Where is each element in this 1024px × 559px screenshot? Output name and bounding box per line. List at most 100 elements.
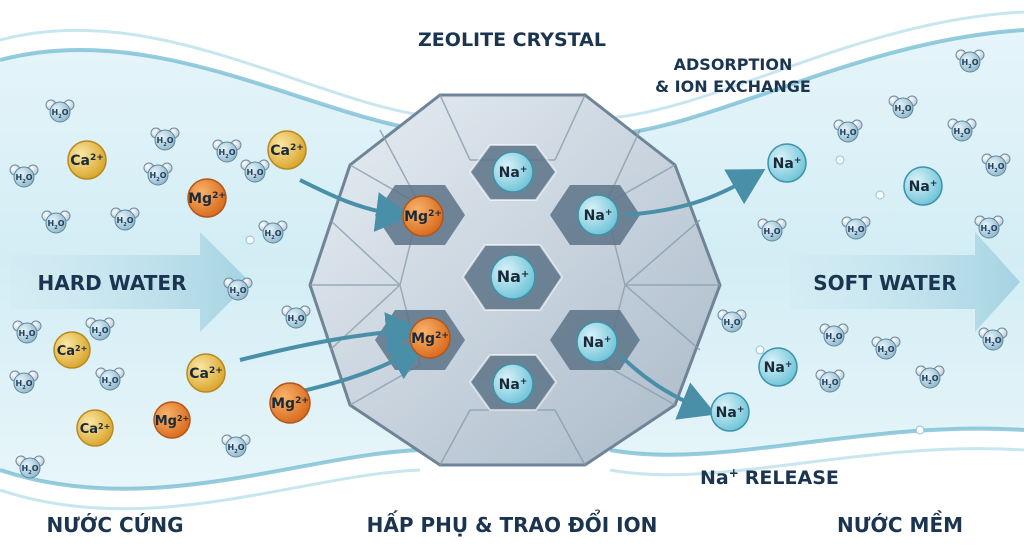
water-molecule: H2O xyxy=(41,210,71,234)
svg-text:Na+: Na+ xyxy=(773,156,802,172)
na-release-label: Na+RELEASE xyxy=(700,466,839,489)
mg-ion: Mg2+ xyxy=(269,382,311,424)
svg-text:H2O: H2O xyxy=(228,443,245,455)
svg-text:Mg2+: Mg2+ xyxy=(155,414,190,430)
water-molecule: H2O xyxy=(240,159,270,183)
water-molecule: H2O xyxy=(45,99,75,123)
soft-water-label: SOFT WATER xyxy=(813,271,956,295)
water-molecule: H2O xyxy=(757,218,787,242)
crystal-title: ZEOLITE CRYSTAL xyxy=(418,29,606,51)
water-molecule: H2O xyxy=(281,305,311,329)
svg-text:H2O: H2O xyxy=(102,376,119,388)
svg-text:H2O: H2O xyxy=(92,326,109,338)
water-molecule: H2O xyxy=(841,216,871,240)
water-molecule: H2O xyxy=(9,370,39,394)
na-ion: Na+ xyxy=(767,143,807,183)
water-molecule: H2O xyxy=(258,220,288,244)
bubble xyxy=(245,235,255,245)
svg-text:H2O: H2O xyxy=(219,148,236,160)
svg-text:H2O: H2O xyxy=(985,336,1002,348)
adsorption-label-1: ADSORPTION xyxy=(674,55,793,74)
svg-text:H2O: H2O xyxy=(16,379,33,391)
water-molecule-layer: H2O H2O H2O H2O H2O H2O H2O H2O H2O H2O H2O H2O H2O H… xyxy=(9,49,1011,479)
svg-text:Ca2+: Ca2+ xyxy=(80,422,111,438)
svg-text:H2O: H2O xyxy=(981,224,998,236)
water-molecule: H2O xyxy=(871,336,901,360)
svg-text:H2O: H2O xyxy=(52,108,69,120)
svg-text:Na+: Na+ xyxy=(909,179,938,195)
svg-text:H2O: H2O xyxy=(822,378,839,390)
svg-text:Na+: Na+ xyxy=(764,360,793,376)
mg-ion: Mg2+ xyxy=(153,401,191,439)
na-ion: Na+ xyxy=(492,151,534,193)
svg-text:Na+: Na+ xyxy=(499,165,528,181)
svg-text:H2O: H2O xyxy=(247,168,264,180)
svg-text:H2O: H2O xyxy=(157,136,174,148)
svg-text:Na+: Na+ xyxy=(497,267,530,286)
svg-text:Ca2+: Ca2+ xyxy=(270,143,304,159)
svg-text:Mg2+: Mg2+ xyxy=(188,191,226,207)
svg-text:Ca2+: Ca2+ xyxy=(70,153,104,169)
na-ion: Na+ xyxy=(577,194,619,236)
svg-text:H2O: H2O xyxy=(840,128,857,140)
ca-ion: Ca2+ xyxy=(53,331,91,369)
mg-ion: Mg2+ xyxy=(402,195,444,237)
svg-text:H2O: H2O xyxy=(117,216,134,228)
ca-ion: Ca2+ xyxy=(76,409,114,447)
svg-text:H2O: H2O xyxy=(764,227,781,239)
svg-text:H2O: H2O xyxy=(724,318,741,330)
svg-text:H2O: H2O xyxy=(288,314,305,326)
water-molecule: H2O xyxy=(955,49,985,73)
svg-text:H2O: H2O xyxy=(895,104,912,116)
bubble xyxy=(835,155,845,165)
bottom-center-label: HẤP PHỤ & TRAO ĐỔI ION xyxy=(367,510,658,537)
svg-text:Mg2+: Mg2+ xyxy=(411,331,449,347)
water-molecule: H2O xyxy=(15,455,45,479)
svg-text:Ca2+: Ca2+ xyxy=(189,366,223,382)
svg-text:H2O: H2O xyxy=(878,345,895,357)
water-molecule: H2O xyxy=(12,320,42,344)
svg-text:Na+: Na+ xyxy=(716,405,745,421)
na-ion: Na+ xyxy=(903,166,943,206)
water-molecule: H2O xyxy=(717,309,747,333)
water-molecule: H2O xyxy=(833,119,863,143)
svg-text:H2O: H2O xyxy=(265,229,282,241)
na-ion: Na+ xyxy=(710,392,750,432)
bubble xyxy=(915,425,925,435)
svg-text:H2O: H2O xyxy=(826,332,843,344)
water-molecule: H2O xyxy=(95,367,125,391)
water-molecule: H2O xyxy=(915,365,945,389)
svg-text:Na+: Na+ xyxy=(499,377,528,393)
na-ion: Na+ xyxy=(576,321,618,363)
svg-text:H2O: H2O xyxy=(19,329,36,341)
bottom-right-label: NƯỚC MỀM xyxy=(837,511,963,537)
svg-text:H2O: H2O xyxy=(962,58,979,70)
water-molecule: H2O xyxy=(221,434,251,458)
ca-ion: Ca2+ xyxy=(186,353,226,393)
svg-text:H2O: H2O xyxy=(48,219,65,231)
water-molecule: H2O xyxy=(819,323,849,347)
water-molecule: H2O xyxy=(212,139,242,163)
svg-text:Mg2+: Mg2+ xyxy=(404,209,442,225)
svg-text:Mg2+: Mg2+ xyxy=(271,396,309,412)
bubble xyxy=(875,190,885,200)
hard-water-label: HARD WATER xyxy=(38,271,187,295)
bottom-left-label: NƯỚC CỨNG xyxy=(46,513,183,537)
svg-text:H2O: H2O xyxy=(16,173,33,185)
water-molecule: H2O xyxy=(974,215,1004,239)
svg-text:H2O: H2O xyxy=(988,162,1005,174)
water-molecule: H2O xyxy=(143,162,173,186)
water-molecule: H2O xyxy=(888,95,918,119)
ca-ion: Ca2+ xyxy=(267,130,307,170)
water-molecule: H2O xyxy=(110,207,140,231)
mg-ion: Mg2+ xyxy=(187,178,227,218)
na-ion: Na+ xyxy=(490,254,536,300)
ion-layer: Ca2+ Ca2+ Mg2+ Mg2+ Na+ Na+ Na+ Mg2+ Na+ Na+ Na+ Na… xyxy=(53,130,943,447)
water-molecule: H2O xyxy=(9,164,39,188)
svg-text:H2O: H2O xyxy=(22,464,39,476)
svg-text:H2O: H2O xyxy=(954,127,971,139)
water-molecule: H2O xyxy=(223,277,253,301)
ca-to-mg-arrow xyxy=(299,178,412,232)
water-molecule: H2O xyxy=(815,369,845,393)
